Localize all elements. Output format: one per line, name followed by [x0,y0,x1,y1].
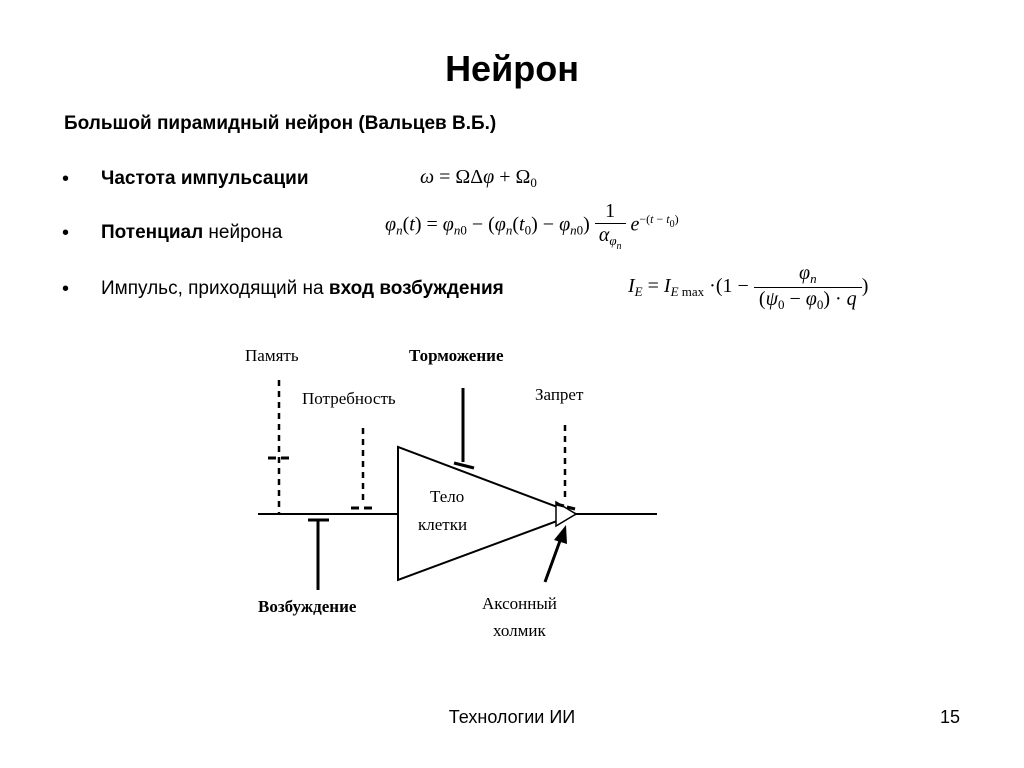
bullet-marker: • [62,168,70,190]
label-cell-body-1: Тело [430,487,465,506]
bullet-frequency: Частота импульсации [101,168,309,189]
label-axon-1: Аксонный [482,594,557,613]
axon-arrow-line [543,537,563,583]
bullet-potential-rest: нейрона [203,222,283,243]
label-memory: Память [245,346,299,365]
axon-arrow-head [554,525,567,544]
bullet-marker: • [62,222,70,244]
footer-text: Технологии ИИ [448,707,576,727]
slide-subtitle: Большой пирамидный нейрон (Вальцев В.Б.) [64,113,497,134]
slide-title: Нейрон [445,48,579,89]
label-need: Потребность [302,389,396,408]
label-axon-2: холмик [493,621,546,640]
bullet-impulse-lead: Импульс, приходящий на [101,278,329,299]
formula-frequency: ω = ΩΔφ + Ω0 [420,166,537,190]
label-cell-body-2: клетки [418,515,468,534]
bullet-potential-strong: Потенциал [101,222,204,243]
ban-mark [555,502,565,508]
axon-hillock-shape [555,500,578,528]
bullet-potential: Потенциал нейрона [101,222,282,244]
label-ban: Запрет [535,385,584,404]
page-number: 15 [940,707,961,727]
bullet-impulse-strong: вход возбуждения [328,278,504,299]
formula-impulse: IE = IE max ·(1 − φn(ψ0 − φ0) · q) [628,262,869,312]
cell-body-triangle [397,445,579,582]
label-inhibition: Торможение [409,346,504,365]
bullet-impulse: Импульс, приходящий на вход возбуждения [101,278,504,300]
inhibition-bar [453,461,475,470]
label-excitation: Возбуждение [258,597,357,616]
bullet-marker: • [62,278,70,300]
ban-mark [566,505,576,511]
